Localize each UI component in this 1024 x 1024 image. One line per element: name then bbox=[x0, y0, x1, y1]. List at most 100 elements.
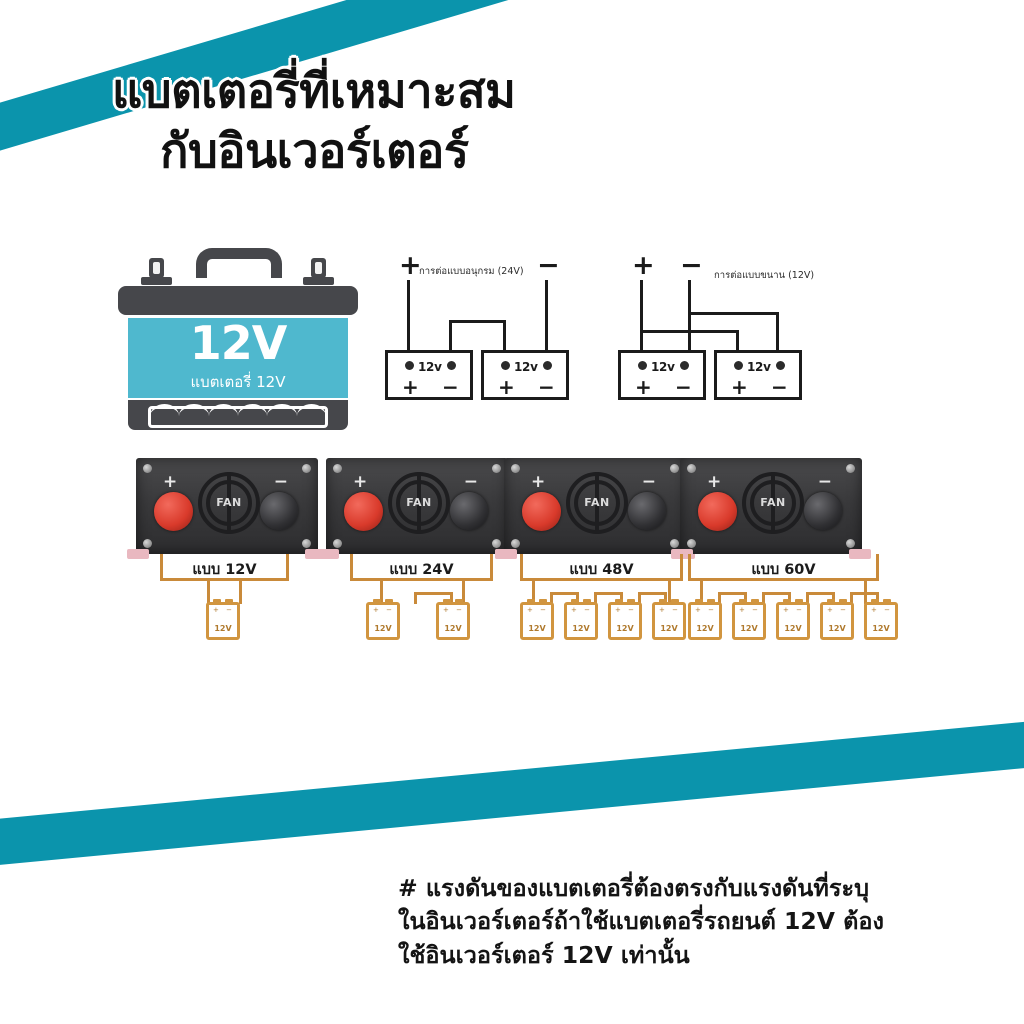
battery-top-bar bbox=[118, 286, 358, 315]
table-row: 12v + − bbox=[385, 350, 473, 400]
inverter-plus-label: + bbox=[163, 472, 178, 492]
inverter-plus-label: + bbox=[353, 472, 368, 492]
battery-bank-12v: แบบ 12V + − 12V bbox=[160, 554, 310, 664]
screw-icon bbox=[846, 464, 855, 473]
inverter-minus-label: − bbox=[817, 472, 832, 492]
inverter-plus-label: + bbox=[531, 472, 546, 492]
inverter-negative-terminal bbox=[628, 492, 666, 530]
fan-label: FAN bbox=[406, 496, 432, 509]
hero-battery-illustration: 12V แบตเตอรี่ 12V bbox=[118, 248, 358, 433]
series-battery-2-voltage: 12v bbox=[514, 360, 538, 374]
table-row: 12v + − bbox=[481, 350, 569, 400]
table-row: 12v + − bbox=[618, 350, 706, 400]
fan-grille-icon: FAN bbox=[388, 472, 450, 534]
inverter-negative-terminal bbox=[450, 492, 488, 530]
list-item: + − 12V bbox=[652, 599, 686, 640]
battery-bank-48v: แบบ 48V + − 12V + − 12V + − 12V bbox=[520, 554, 720, 664]
screw-icon bbox=[143, 464, 152, 473]
inverter-unit-12v: + − FAN bbox=[127, 458, 327, 559]
list-item: + − 12V bbox=[520, 599, 554, 640]
screw-icon bbox=[670, 539, 679, 548]
screw-icon bbox=[333, 464, 342, 473]
inverter-unit-24v: + − FAN bbox=[317, 458, 517, 559]
battery-base-wave bbox=[150, 404, 326, 413]
table-row: 12v + − bbox=[714, 350, 802, 400]
screw-icon bbox=[670, 464, 679, 473]
inverter-positive-terminal bbox=[522, 492, 561, 531]
screw-icon bbox=[687, 464, 696, 473]
screw-icon bbox=[492, 539, 501, 548]
mounting-foot bbox=[495, 549, 517, 559]
list-item: + − 12V bbox=[688, 599, 722, 640]
battery-terminal-post-right bbox=[303, 258, 334, 285]
list-item: + − 12V bbox=[820, 599, 854, 640]
page-title: แบตเตอรี่ที่เหมาะสม กับอินเวอร์เตอร์ bbox=[112, 62, 812, 182]
fan-label: FAN bbox=[216, 496, 242, 509]
inverter-unit-48v: + − FAN bbox=[495, 458, 695, 559]
list-item: + − 12V bbox=[608, 599, 642, 640]
screw-icon bbox=[143, 539, 152, 548]
inverter-unit-60v: + − FAN bbox=[671, 458, 871, 559]
fan-label: FAN bbox=[584, 496, 610, 509]
inverter-negative-terminal bbox=[804, 492, 842, 530]
screw-icon bbox=[333, 539, 342, 548]
bank-label-24v: แบบ 24V bbox=[389, 562, 454, 578]
battery-voltage-label: 12V bbox=[189, 316, 288, 370]
battery-handle-icon bbox=[196, 248, 282, 278]
fan-grille-icon: FAN bbox=[742, 472, 804, 534]
mounting-foot bbox=[305, 549, 327, 559]
screw-icon bbox=[492, 464, 501, 473]
series-battery-1-voltage: 12v bbox=[418, 360, 442, 374]
title-line-2: กับอินเวอร์เตอร์ bbox=[160, 124, 469, 180]
screw-icon bbox=[687, 539, 696, 548]
list-item: + − 12V bbox=[436, 599, 470, 640]
inverter-minus-label: − bbox=[273, 472, 288, 492]
note-line-1: # แรงดันของแบตเตอรี่ต้องตรงกับแรงดันที่ร… bbox=[398, 874, 870, 902]
bank-label-12v: แบบ 12V bbox=[192, 562, 257, 578]
screw-icon bbox=[302, 539, 311, 548]
series-label: การต่อแบบอนุกรม (24V) bbox=[419, 266, 524, 277]
parallel-positive-sign: + bbox=[632, 250, 655, 281]
parallel-battery-2-voltage: 12v bbox=[747, 360, 771, 374]
fan-label: FAN bbox=[760, 496, 786, 509]
inverter-minus-label: − bbox=[463, 472, 478, 492]
screw-icon bbox=[846, 539, 855, 548]
battery-bank-60v: แบบ 60V + − 12V + − 12V + − 12 bbox=[688, 554, 908, 664]
battery-bank-24v: แบบ 24V + − 12V + − 12V bbox=[350, 554, 530, 664]
list-item: + − 12V bbox=[776, 599, 810, 640]
fan-grille-icon: FAN bbox=[198, 472, 260, 534]
list-item: + − 12V bbox=[732, 599, 766, 640]
wiring-diagram-parallel: + − การต่อแบบขนาน (12V) 12v + − 12v + − bbox=[618, 252, 848, 407]
battery-terminal-post-left bbox=[141, 258, 172, 285]
parallel-negative-sign: − bbox=[680, 250, 703, 281]
list-item: + − 12V bbox=[366, 599, 400, 640]
battery-body: 12V แบตเตอรี่ 12V bbox=[128, 318, 348, 398]
fan-grille-icon: FAN bbox=[566, 472, 628, 534]
inverter-positive-terminal bbox=[698, 492, 737, 531]
screw-icon bbox=[511, 539, 520, 548]
inverter-row: + − FAN + − bbox=[0, 458, 1024, 559]
bank-label-48v: แบบ 48V bbox=[569, 562, 634, 578]
footer-note: # แรงดันของแบตเตอรี่ต้องตรงกับแรงดันที่ร… bbox=[398, 872, 998, 972]
mounting-foot bbox=[849, 549, 871, 559]
title-line-1: แบตเตอรี่ที่เหมาะสม bbox=[112, 64, 516, 119]
mounting-foot bbox=[127, 549, 149, 559]
inverter-minus-label: − bbox=[641, 472, 656, 492]
note-line-2: ในอินเวอร์เตอร์ถ้าใช้แบตเตอรี่รถยนต์ 12V… bbox=[398, 907, 884, 936]
inverter-positive-terminal bbox=[154, 492, 193, 531]
wiring-diagram-series: + − การต่อแบบอนุกรม (24V) 12v + − 12v + … bbox=[385, 252, 615, 407]
battery-caption: แบตเตอรี่ 12V bbox=[190, 373, 286, 391]
inverter-plus-label: + bbox=[707, 472, 722, 492]
teal-diagonal-band-bottom bbox=[0, 702, 1024, 876]
list-item: + − 12V bbox=[206, 599, 240, 640]
list-item: + − 12V bbox=[564, 599, 598, 640]
inverter-negative-terminal bbox=[260, 492, 298, 530]
screw-icon bbox=[511, 464, 520, 473]
inverter-positive-terminal bbox=[344, 492, 383, 531]
note-line-3: ใช้อินเวอร์เตอร์ 12V เท่านั้น bbox=[398, 940, 690, 969]
series-positive-sign: + bbox=[399, 250, 422, 281]
series-negative-sign: − bbox=[537, 250, 560, 281]
mounting-foot bbox=[317, 549, 339, 559]
list-item: + − 12V bbox=[864, 599, 898, 640]
